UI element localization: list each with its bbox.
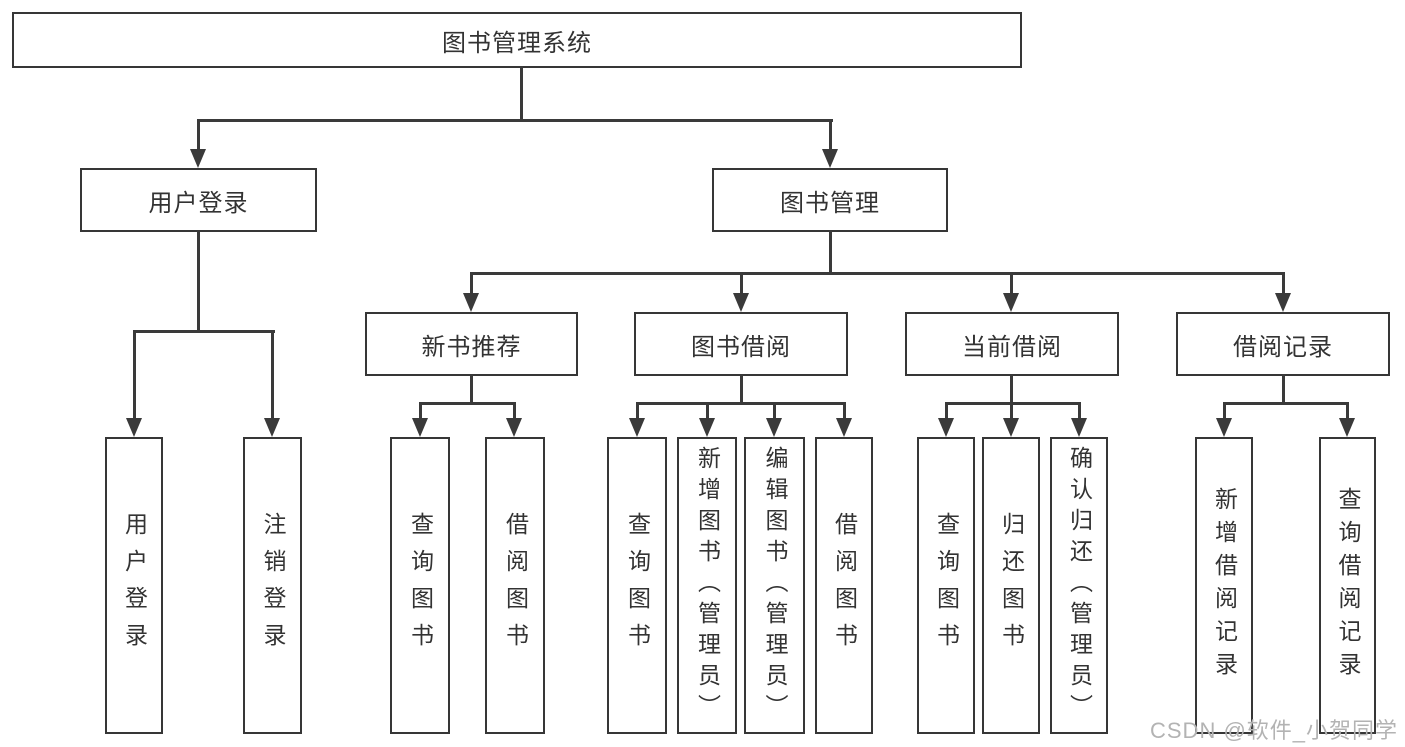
connector-line <box>1223 402 1226 419</box>
leaf-add-borrow-record-label: 新增借阅记录 <box>1211 486 1238 685</box>
leaf-query-books-current-label: 查询图书 <box>933 511 960 660</box>
connector-line <box>945 402 1081 405</box>
leaf-confirm-return-admin-label: 确认归还（管理员） <box>1066 446 1093 725</box>
arrow-down-icon <box>733 293 749 312</box>
connector-line <box>829 230 832 274</box>
leaf-query-books-current: 查询图书 <box>917 437 975 734</box>
connector-line <box>945 402 948 419</box>
leaf-query-borrow-record-label: 查询借阅记录 <box>1335 486 1361 685</box>
node-current-borrowing-label: 当前借阅 <box>962 333 1062 361</box>
arrow-down-icon <box>190 149 206 168</box>
connector-line <box>636 402 846 405</box>
node-book-borrowing: 图书借阅 <box>634 312 848 376</box>
leaf-add-borrow-record: 新增借阅记录 <box>1195 437 1253 734</box>
arrow-down-icon <box>938 418 954 437</box>
leaf-query-books-borrowing-label: 查询图书 <box>624 511 651 660</box>
arrow-down-icon <box>766 418 782 437</box>
connector-line <box>133 330 275 333</box>
node-new-book-recommend-label: 新书推荐 <box>421 333 522 361</box>
connector-line <box>1346 402 1349 419</box>
node-root: 图书管理系统 <box>12 12 1022 68</box>
connector-line <box>419 402 422 419</box>
leaf-query-books-newbook-label: 查询图书 <box>407 511 434 660</box>
node-borrowing-records-label: 借阅记录 <box>1233 333 1333 361</box>
arrow-down-icon <box>699 418 715 437</box>
leaf-return-books-label: 归还图书 <box>998 511 1025 660</box>
leaf-borrow-books-borrowing-label: 借阅图书 <box>831 511 858 660</box>
node-current-borrowing: 当前借阅 <box>905 312 1119 376</box>
connector-line <box>773 402 776 419</box>
arrow-down-icon <box>1275 293 1291 312</box>
leaf-return-books: 归还图书 <box>982 437 1040 734</box>
connector-line <box>1010 402 1013 419</box>
leaf-add-books-admin: 新增图书（管理员） <box>677 437 737 734</box>
connector-line <box>1223 402 1349 405</box>
arrow-down-icon <box>1339 418 1355 437</box>
leaf-query-books-newbook: 查询图书 <box>390 437 450 734</box>
leaf-borrow-books-newbook: 借阅图书 <box>485 437 545 734</box>
connector-line <box>470 272 473 294</box>
arrow-down-icon <box>1003 418 1019 437</box>
connector-line <box>706 402 709 419</box>
node-book-management: 图书管理 <box>712 168 948 232</box>
watermark: CSDN @软件_小贺同学 <box>1150 718 1399 743</box>
leaf-query-books-borrowing: 查询图书 <box>607 437 667 734</box>
leaf-borrow-books-newbook-label: 借阅图书 <box>502 511 529 660</box>
connector-line <box>1282 374 1285 404</box>
connector-line <box>513 402 516 419</box>
arrow-down-icon <box>822 149 838 168</box>
node-root-label: 图书管理系统 <box>442 29 592 57</box>
connector-line <box>843 402 846 419</box>
arrow-down-icon <box>836 418 852 437</box>
leaf-add-books-admin-label: 新增图书（管理员） <box>694 446 721 725</box>
arrow-down-icon <box>1071 418 1087 437</box>
connector-line <box>1010 374 1013 404</box>
node-book-management-label: 图书管理 <box>780 189 880 217</box>
connector-line <box>1078 402 1081 419</box>
connector-line <box>740 272 743 294</box>
connector-line <box>419 402 516 405</box>
leaf-user-login: 用户登录 <box>105 437 163 734</box>
arrow-down-icon <box>264 418 280 437</box>
connector-line <box>520 66 523 122</box>
arrow-down-icon <box>463 293 479 312</box>
arrow-down-icon <box>1003 293 1019 312</box>
node-borrowing-records: 借阅记录 <box>1176 312 1390 376</box>
connector-line <box>133 330 136 419</box>
node-user-login: 用户登录 <box>80 168 317 232</box>
arrow-down-icon <box>506 418 522 437</box>
connector-line <box>740 374 743 404</box>
connector-line <box>197 119 833 122</box>
connector-line <box>271 330 274 419</box>
connector-line <box>470 374 473 404</box>
arrow-down-icon <box>126 418 142 437</box>
leaf-logout-label: 注销登录 <box>260 511 286 660</box>
connector-line <box>829 119 832 150</box>
leaf-query-borrow-record: 查询借阅记录 <box>1319 437 1376 734</box>
node-new-book-recommend: 新书推荐 <box>365 312 578 376</box>
connector-line <box>1010 272 1013 294</box>
leaf-logout: 注销登录 <box>243 437 302 734</box>
node-book-borrowing-label: 图书借阅 <box>691 333 791 361</box>
node-user-login-label: 用户登录 <box>148 189 249 217</box>
connector-line <box>1282 272 1285 294</box>
leaf-user-login-label: 用户登录 <box>121 511 148 660</box>
leaf-edit-books-admin: 编辑图书（管理员） <box>744 437 805 734</box>
arrow-down-icon <box>1216 418 1232 437</box>
connector-line <box>470 272 1285 275</box>
arrow-down-icon <box>629 418 645 437</box>
connector-line <box>636 402 639 419</box>
connector-line <box>197 230 200 332</box>
leaf-borrow-books-borrowing: 借阅图书 <box>815 437 873 734</box>
leaf-edit-books-admin-label: 编辑图书（管理员） <box>762 446 788 725</box>
leaf-confirm-return-admin: 确认归还（管理员） <box>1050 437 1108 734</box>
connector-line <box>197 119 200 150</box>
arrow-down-icon <box>412 418 428 437</box>
